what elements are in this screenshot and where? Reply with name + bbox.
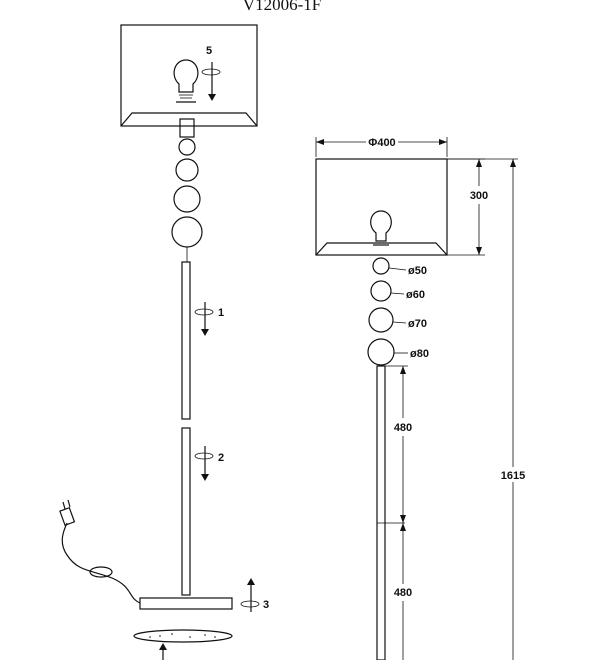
power-cable <box>61 522 141 604</box>
ball-small <box>178 138 196 156</box>
dim-ball-60: ø60 <box>406 289 425 301</box>
rotate-arrow-icon <box>240 578 260 612</box>
dim-tube-upper: 480 <box>394 422 412 434</box>
ball-60 <box>370 280 392 302</box>
ball-50 <box>372 257 390 275</box>
shade-rim-dimensioned <box>315 242 448 256</box>
dim-total-height: 1615 <box>501 470 525 482</box>
ball-large <box>173 185 201 213</box>
dim-ball-50: ø50 <box>408 265 427 277</box>
lamp-holder <box>179 118 195 138</box>
ball-70 <box>368 307 394 333</box>
step-1-label: 1 <box>218 307 224 319</box>
ball-xlarge <box>171 216 203 248</box>
ball-medium <box>175 158 199 182</box>
bulb-icon <box>173 59 199 103</box>
exploded-view: 5 1 2 3 <box>59 24 269 660</box>
dim-ball-70: ø70 <box>408 318 427 330</box>
shade-dimensioned <box>315 158 448 256</box>
dim-tube-lower: 480 <box>394 587 412 599</box>
step-5-label: 5 <box>206 45 212 57</box>
dim-shade-height: 300 <box>470 190 488 202</box>
foot-switch <box>89 566 113 578</box>
base-plate <box>139 597 233 610</box>
shade-rim-exploded <box>120 112 258 127</box>
dim-ball-80: ø80 <box>410 348 429 360</box>
step-2-label: 2 <box>218 452 224 464</box>
rotate-arrow-icon <box>194 302 214 336</box>
base-disc <box>133 629 233 643</box>
stem-tube <box>376 365 386 660</box>
step-3-label: 3 <box>263 599 269 611</box>
ball-80 <box>367 338 395 366</box>
dim-shade-diameter: Φ400 <box>368 137 395 149</box>
tube-lower <box>181 427 191 596</box>
drawing-title: V12006-1F <box>243 0 321 14</box>
bulb-icon <box>370 210 392 246</box>
dimensioned-view: Φ400 300 1615 ø50 ø60 ø70 ø80 <box>315 137 525 660</box>
plug-icon <box>59 499 76 526</box>
tube-upper <box>181 261 191 420</box>
rotate-arrow-icon <box>194 446 214 481</box>
shade-exploded <box>120 24 258 127</box>
rotate-arrow-icon <box>201 62 221 101</box>
base-disc-texture <box>149 633 216 638</box>
ball-leaders <box>388 267 408 354</box>
